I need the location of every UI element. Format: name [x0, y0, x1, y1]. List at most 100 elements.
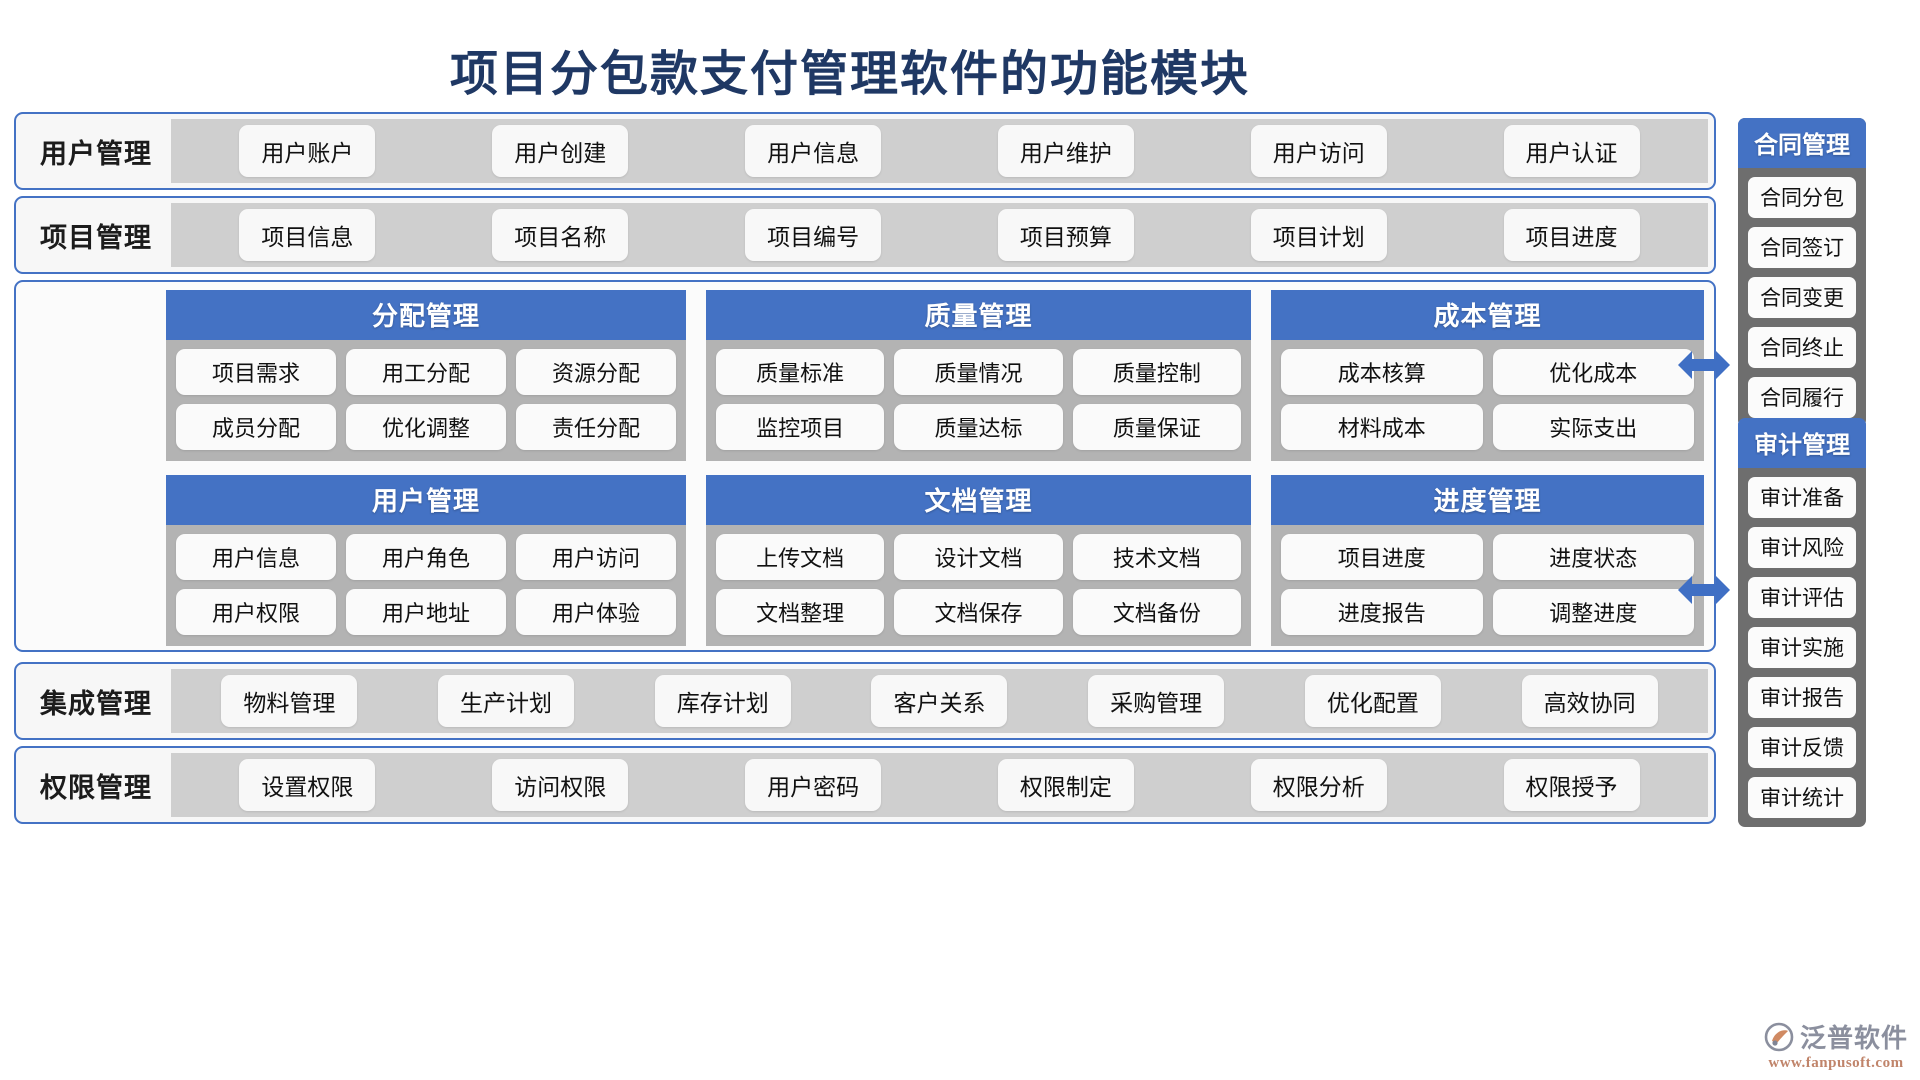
chip[interactable]: 调整进度 [1492, 589, 1694, 635]
chip[interactable]: 文档保存 [894, 589, 1063, 635]
band-project-management: 项目管理 项目信息 项目名称 项目编号 项目预算 项目计划 项目进度 [14, 196, 1716, 274]
module-quality-management: 质量管理 质量标准 质量情况 质量控制 监控项目 质量达标 质量保证 [706, 290, 1251, 461]
chip[interactable]: 生产计划 [438, 675, 575, 727]
side-panel-item[interactable]: 审计报告 [1748, 677, 1856, 718]
module-row: 用户权限 用户地址 用户体验 [176, 589, 676, 635]
chip[interactable]: 优化成本 [1492, 349, 1694, 395]
chip[interactable]: 权限授予 [1503, 759, 1640, 811]
module-allocation-management: 分配管理 项目需求 用工分配 资源分配 成员分配 优化调整 责任分配 [166, 290, 686, 461]
module-row: 项目需求 用工分配 资源分配 [176, 349, 676, 395]
side-panel-item[interactable]: 合同履行 [1748, 377, 1856, 418]
fanpu-logo-icon [1764, 1022, 1794, 1051]
chip[interactable]: 用户密码 [745, 759, 882, 811]
chip[interactable]: 库存计划 [654, 675, 791, 727]
module-title: 文档管理 [706, 475, 1251, 525]
chip[interactable]: 采购管理 [1088, 675, 1225, 727]
chip[interactable]: 用户认证 [1503, 125, 1640, 177]
chip[interactable]: 物料管理 [221, 675, 358, 727]
chip[interactable]: 质量保证 [1072, 404, 1241, 450]
band-label: 权限管理 [40, 772, 152, 803]
chip[interactable]: 用户账户 [239, 125, 376, 177]
chip[interactable]: 质量标准 [716, 349, 885, 395]
module-progress-management: 进度管理 项目进度 进度状态 进度报告 调整进度 [1271, 475, 1704, 646]
chip[interactable]: 设置权限 [239, 759, 376, 811]
module-body: 项目进度 进度状态 进度报告 调整进度 [1271, 525, 1704, 646]
chip[interactable]: 质量控制 [1072, 349, 1241, 395]
chip[interactable]: 文档整理 [716, 589, 885, 635]
chip[interactable]: 成员分配 [176, 404, 336, 450]
chip[interactable]: 项目名称 [492, 209, 629, 261]
chip[interactable]: 成本核算 [1281, 349, 1483, 395]
module-row: 项目进度 进度状态 [1281, 534, 1694, 580]
side-panel-item[interactable]: 审计反馈 [1748, 727, 1856, 768]
module-title: 质量管理 [706, 290, 1251, 340]
chip[interactable]: 实际支出 [1492, 404, 1694, 450]
side-panel-item[interactable]: 合同签订 [1748, 227, 1856, 268]
chip[interactable]: 用户访问 [516, 534, 676, 580]
chip[interactable]: 项目计划 [1250, 209, 1387, 261]
chip[interactable]: 用户访问 [1250, 125, 1387, 177]
module-body: 用户信息 用户角色 用户访问 用户权限 用户地址 用户体验 [166, 525, 686, 646]
module-row: 成员分配 优化调整 责任分配 [176, 404, 676, 450]
module-body: 上传文档 设计文档 技术文档 文档整理 文档保存 文档备份 [706, 525, 1251, 646]
chip[interactable]: 权限分析 [1250, 759, 1387, 811]
side-panel-item[interactable]: 审计风险 [1748, 527, 1856, 568]
module-title: 分配管理 [166, 290, 686, 340]
chip[interactable]: 用户维护 [997, 125, 1134, 177]
side-panel-item[interactable]: 审计评估 [1748, 577, 1856, 618]
module-row: 文档整理 文档保存 文档备份 [716, 589, 1241, 635]
band-integration-management: 集成管理 物料管理 生产计划 库存计划 客户关系 采购管理 优化配置 高效协同 [14, 662, 1716, 740]
module-title: 成本管理 [1271, 290, 1704, 340]
chip[interactable]: 用户创建 [492, 125, 629, 177]
chip[interactable]: 客户关系 [871, 675, 1008, 727]
double-arrow-icon [1678, 351, 1730, 379]
chip[interactable]: 进度状态 [1492, 534, 1694, 580]
side-panel-item[interactable]: 审计实施 [1748, 627, 1856, 668]
core-modules-grid: 分配管理 项目需求 用工分配 资源分配 成员分配 优化调整 责任分配 质 [16, 282, 1714, 650]
watermark-row: 泛普软件 [1764, 1018, 1908, 1055]
chip[interactable]: 资源分配 [516, 349, 676, 395]
side-panel-item[interactable]: 审计准备 [1748, 477, 1856, 518]
chip[interactable]: 访问权限 [492, 759, 629, 811]
side-panel-contract-management: 合同管理 合同分包 合同签订 合同变更 合同终止 合同履行 [1738, 118, 1866, 427]
chip[interactable]: 项目编号 [745, 209, 882, 261]
chip[interactable]: 质量达标 [894, 404, 1063, 450]
band-permission-management: 权限管理 设置权限 访问权限 用户密码 权限制定 权限分析 权限授予 [14, 746, 1716, 824]
module-cost-management: 成本管理 成本核算 优化成本 材料成本 实际支出 [1271, 290, 1704, 461]
chip[interactable]: 进度报告 [1281, 589, 1483, 635]
module-row: 质量标准 质量情况 质量控制 [716, 349, 1241, 395]
chip[interactable]: 文档备份 [1072, 589, 1241, 635]
chip[interactable]: 项目需求 [176, 349, 336, 395]
chip[interactable]: 用户权限 [176, 589, 336, 635]
chip[interactable]: 上传文档 [716, 534, 885, 580]
chip[interactable]: 用户地址 [346, 589, 506, 635]
module-row: 用户信息 用户角色 用户访问 [176, 534, 676, 580]
chip[interactable]: 用工分配 [346, 349, 506, 395]
chip[interactable]: 优化调整 [346, 404, 506, 450]
chip[interactable]: 用户信息 [176, 534, 336, 580]
chip[interactable]: 设计文档 [894, 534, 1063, 580]
chip[interactable]: 项目预算 [997, 209, 1134, 261]
chip[interactable]: 用户角色 [346, 534, 506, 580]
chip[interactable]: 材料成本 [1281, 404, 1483, 450]
chip[interactable]: 责任分配 [516, 404, 676, 450]
chip[interactable]: 用户信息 [745, 125, 882, 177]
chip[interactable]: 项目进度 [1281, 534, 1483, 580]
chip[interactable]: 优化配置 [1304, 675, 1441, 727]
band-user-management: 用户管理 用户账户 用户创建 用户信息 用户维护 用户访问 用户认证 [14, 112, 1716, 190]
chip[interactable]: 质量情况 [894, 349, 1063, 395]
side-panel-item[interactable]: 合同终止 [1748, 327, 1856, 368]
chip[interactable]: 高效协同 [1521, 675, 1658, 727]
chip[interactable]: 项目进度 [1503, 209, 1640, 261]
side-panel-item[interactable]: 审计统计 [1748, 777, 1856, 818]
side-panel-item[interactable]: 合同变更 [1748, 277, 1856, 318]
module-body: 质量标准 质量情况 质量控制 监控项目 质量达标 质量保证 [706, 340, 1251, 461]
chip[interactable]: 项目信息 [239, 209, 376, 261]
side-panel-item[interactable]: 合同分包 [1748, 177, 1856, 218]
chip[interactable]: 技术文档 [1072, 534, 1241, 580]
band-label: 集成管理 [40, 688, 152, 719]
chip[interactable]: 监控项目 [716, 404, 885, 450]
chip[interactable]: 用户体验 [516, 589, 676, 635]
chip[interactable]: 权限制定 [997, 759, 1134, 811]
